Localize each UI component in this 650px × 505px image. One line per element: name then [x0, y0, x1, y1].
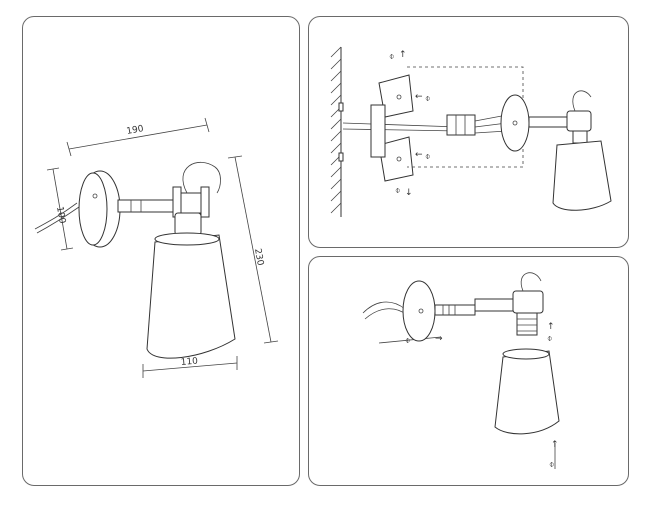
- wall: [330, 46, 344, 217]
- svg-text:⌽: ⌽: [395, 186, 400, 196]
- assembly-drawing: ⌽ → ⌽ ↑ ⌽ ↑: [362, 272, 560, 470]
- svg-text:⌽: ⌽: [549, 460, 554, 470]
- lamp-shade: [494, 350, 560, 435]
- lamp-shade: [552, 140, 612, 211]
- svg-text:←: ←: [415, 150, 423, 160]
- lamp-socket: [516, 312, 538, 336]
- svg-text:⌽: ⌽: [425, 152, 430, 162]
- terminal-block: [446, 114, 476, 136]
- screw-icon: [92, 193, 98, 199]
- height-label: 230: [252, 248, 265, 267]
- svg-text:↓: ↓: [405, 188, 413, 198]
- width-label: 190: [126, 124, 145, 137]
- backplate-dimension: 100: [46, 167, 74, 251]
- width-dimension: 190: [66, 117, 210, 157]
- cord-loop: [182, 162, 221, 194]
- dimension-drawing-panel: 190 100: [22, 16, 300, 486]
- lamp-arm: [528, 116, 568, 128]
- wall-plate: [500, 94, 530, 152]
- lamp-arm: [117, 199, 174, 213]
- height-dimension: 230: [227, 155, 279, 344]
- lamp-socket: [174, 212, 202, 236]
- screw-icon: [396, 156, 402, 162]
- svg-text:⌽: ⌽: [547, 334, 552, 344]
- arrow-icon: ⌽ →: [378, 334, 443, 346]
- svg-text:←: ←: [415, 92, 423, 102]
- wall-cable: [342, 122, 460, 128]
- power-cable: [362, 301, 406, 314]
- screw-icon: ⌽ ←: [415, 150, 430, 162]
- bracket-lower: [378, 136, 414, 182]
- cord-loop: [520, 272, 542, 292]
- mounting-drawing: ⌽ ↑ ⌽ ← ⌽ ← ⌽ ↓: [330, 46, 612, 217]
- svg-text:⌽: ⌽: [425, 94, 430, 104]
- screw-icon: ⌽ ↓: [395, 186, 413, 198]
- screw-icon: ⌽ ↑: [389, 50, 407, 62]
- lamp-shade: [146, 234, 236, 359]
- arrow-icon: ⌽ ↑: [547, 322, 555, 344]
- lamp-socket: [572, 130, 588, 144]
- screw-icon: [396, 94, 402, 100]
- dimension-drawing: 190 100: [34, 117, 279, 378]
- svg-text:→: →: [435, 334, 443, 344]
- svg-text:↑: ↑: [399, 50, 407, 60]
- assembly-panel: ⌽ → ⌽ ↑ ⌽ ↑: [308, 256, 629, 486]
- svg-text:↑: ↑: [551, 440, 559, 450]
- svg-text:↑: ↑: [547, 322, 555, 332]
- screw-icon: ⌽ ←: [415, 92, 430, 104]
- svg-text:⌽: ⌽: [405, 336, 410, 346]
- lamp-arm: [474, 298, 514, 312]
- svg-text:⌽: ⌽: [389, 52, 394, 62]
- shade-dimension: 110: [142, 356, 238, 378]
- swivel-joint: [512, 290, 544, 314]
- swivel-joint: [566, 110, 592, 132]
- power-cable: [34, 202, 78, 230]
- backplate-label: 100: [54, 206, 67, 225]
- arrow-icon: ⌽ ↑: [549, 440, 559, 470]
- mounting-panel: ⌽ ↑ ⌽ ← ⌽ ← ⌽ ↓: [308, 16, 629, 248]
- shade-label: 110: [180, 357, 198, 368]
